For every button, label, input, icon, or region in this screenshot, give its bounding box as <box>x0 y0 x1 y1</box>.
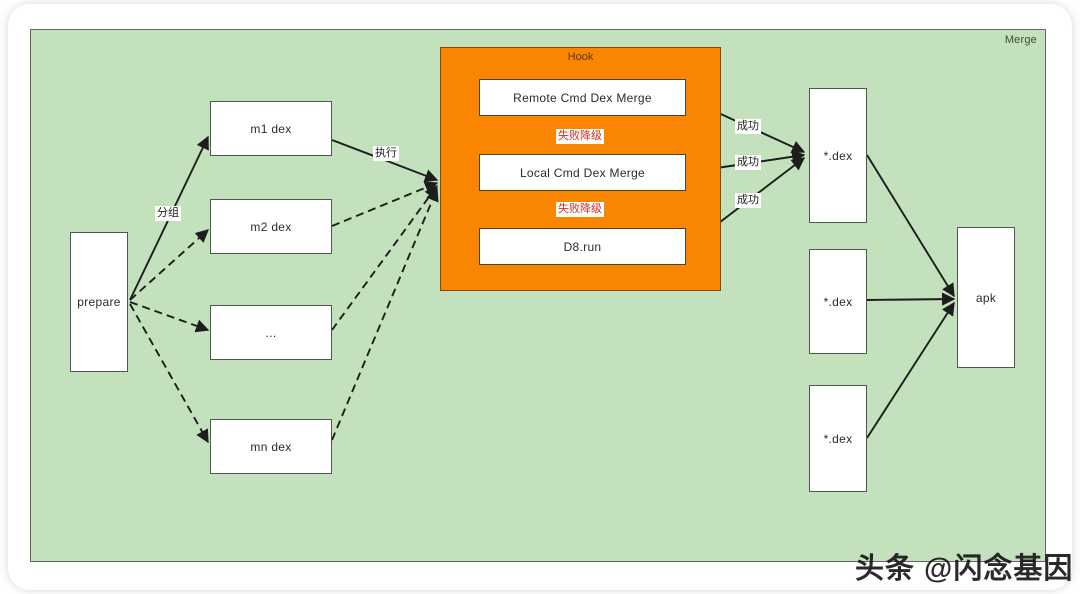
node-m1-dex-label: m1 dex <box>250 121 292 136</box>
node-m2-dex-label: m2 dex <box>250 219 292 234</box>
node-prepare[interactable]: prepare <box>70 232 128 372</box>
edge-label-success-2: 成功 <box>735 155 761 170</box>
node-m2-dex[interactable]: m2 dex <box>210 199 332 254</box>
edge-label-success-1: 成功 <box>735 119 761 134</box>
edge-label-group: 分组 <box>155 206 181 221</box>
node-apk[interactable]: apk <box>957 227 1015 368</box>
node-ellipsis-dex-label: ... <box>265 325 277 340</box>
edge-label-success-3: 成功 <box>735 193 761 208</box>
node-prepare-label: prepare <box>77 295 121 309</box>
node-dex-output-2[interactable]: *.dex <box>809 249 867 354</box>
node-dex-output-3[interactable]: *.dex <box>809 385 867 492</box>
node-apk-label: apk <box>975 290 997 305</box>
node-remote-cmd-dex-merge-label: Remote Cmd Dex Merge <box>513 90 652 105</box>
node-remote-cmd-dex-merge[interactable]: Remote Cmd Dex Merge <box>479 79 686 116</box>
merge-region-label: Merge <box>1004 34 1037 46</box>
node-m1-dex[interactable]: m1 dex <box>210 101 332 156</box>
node-d8-run-label: D8.run <box>563 239 602 254</box>
node-dex-output-3-label: *.dex <box>823 431 853 446</box>
edge-label-fallback-1: 失败降级 <box>556 129 604 144</box>
node-mn-dex-label: mn dex <box>250 439 292 454</box>
node-dex-output-2-label: *.dex <box>823 294 853 309</box>
node-dex-output-1[interactable]: *.dex <box>809 88 867 223</box>
edge-label-fallback-2: 失败降级 <box>556 202 604 217</box>
edge-label-execute: 执行 <box>373 146 399 161</box>
watermark: 头条 @闪念基因 <box>855 553 1074 585</box>
hook-container: Hook Remote Cmd Dex Merge Local Cmd Dex … <box>440 47 721 291</box>
node-local-cmd-dex-merge-label: Local Cmd Dex Merge <box>519 165 646 180</box>
hook-title: Hook <box>567 51 594 63</box>
node-dex-output-1-label: *.dex <box>823 148 853 163</box>
node-ellipsis-dex[interactable]: ... <box>210 305 332 360</box>
node-d8-run[interactable]: D8.run <box>479 228 686 265</box>
node-local-cmd-dex-merge[interactable]: Local Cmd Dex Merge <box>479 154 686 191</box>
node-mn-dex[interactable]: mn dex <box>210 419 332 474</box>
